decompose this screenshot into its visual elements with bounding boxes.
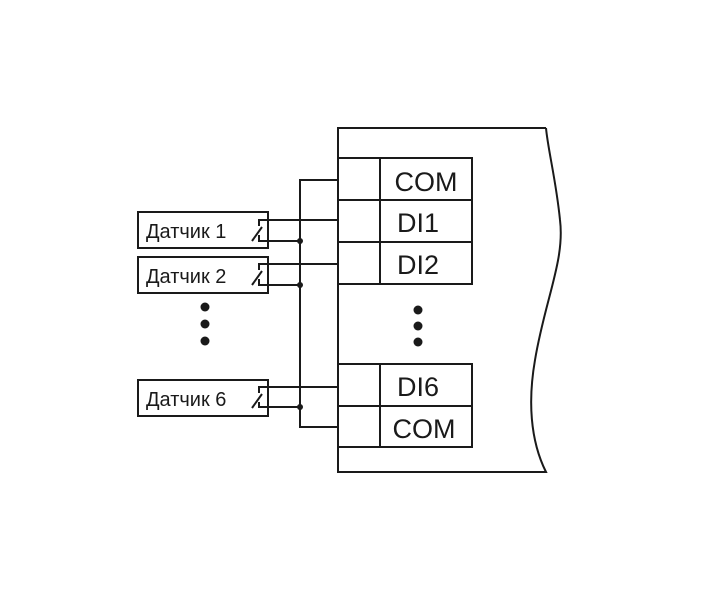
ellipsis-dots-left [200,302,210,346]
sensor-2: Датчик 2 [137,256,338,294]
sensor-6: Датчик 6 [137,379,338,417]
terminal-di6: DI6 [397,372,439,402]
device-body [337,127,562,473]
terminal-di2: DI2 [397,250,439,280]
sensor-6-label: Датчик 6 [146,389,226,411]
terminal-di1: DI1 [397,208,439,238]
terminal-block-bottom: DI6 COM [337,363,473,448]
common-bus-wire [299,179,338,428]
ellipsis-dots-right [413,305,423,347]
terminal-block-top: COM DI1 DI2 [337,157,473,285]
switch-contact-icon [251,263,338,286]
sensor-1: Датчик 1 [137,211,338,249]
terminal-com-top: COM [395,167,458,197]
sensor-2-label: Датчик 2 [146,266,226,288]
switch-contact-icon [251,219,338,242]
terminal-com-bottom: COM [393,414,456,444]
sensor-1-label: Датчик 1 [146,221,226,243]
switch-contact-icon [251,386,338,409]
